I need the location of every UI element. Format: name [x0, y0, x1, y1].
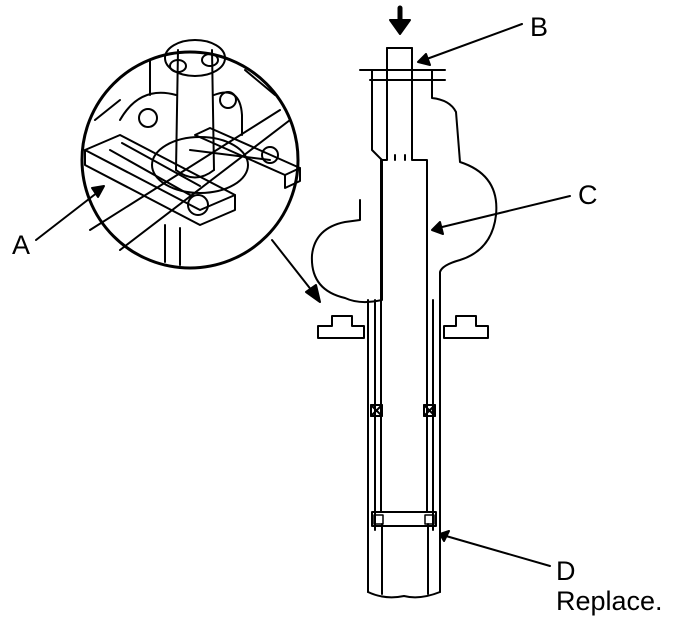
support-blocks	[317, 315, 489, 339]
callout-b: B	[530, 12, 549, 42]
strut-body	[310, 69, 498, 599]
callout-d: D	[556, 556, 576, 586]
leader-c	[431, 195, 571, 235]
leader-d	[439, 530, 551, 567]
callout-a: A	[12, 230, 31, 260]
callout-d-note: Replace.	[556, 586, 663, 616]
oil-seal	[371, 511, 437, 527]
detail-press-tool	[84, 39, 301, 266]
leader-a	[35, 185, 105, 241]
force-arrow	[389, 5, 411, 35]
callout-c: C	[578, 180, 598, 210]
detail-circle	[80, 50, 300, 270]
detail-leader-arrow	[271, 239, 321, 303]
markers	[370, 404, 436, 417]
leader-b	[417, 23, 523, 66]
